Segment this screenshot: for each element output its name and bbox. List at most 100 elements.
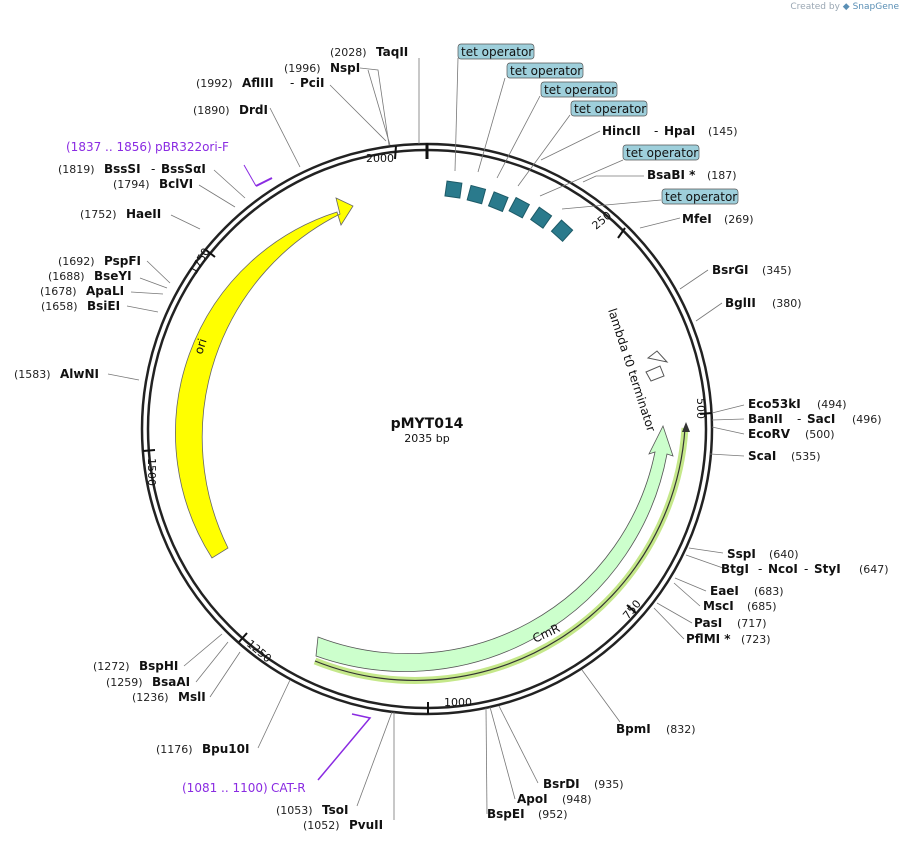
site-pos: (2028)	[330, 46, 367, 59]
leader-lines	[418, 57, 745, 815]
site-separator: -	[654, 124, 658, 138]
site-name: BssSI	[104, 162, 141, 176]
site-name: DrdI	[239, 103, 268, 117]
site-pos: (496)	[852, 413, 882, 426]
site-name: TaqII	[376, 45, 408, 59]
site-pos: (187)	[707, 169, 737, 182]
tet-operator-label: tet operator	[544, 83, 616, 97]
tet-operator-labels: tet operator tet operator tet operator t…	[457, 43, 739, 205]
site-name: Eco53kI	[748, 397, 801, 411]
snapgene-logo-icon: ◆	[842, 2, 850, 12]
tick-label-500: 500	[694, 398, 707, 419]
site-alt2-name: StyI	[814, 562, 841, 576]
site-name: SspI	[727, 547, 756, 561]
site-pos: (948)	[562, 793, 592, 806]
ori-feature-arrow	[175, 197, 354, 559]
site-name: ScaI	[748, 449, 776, 463]
plasmid-name: pMYT014	[391, 416, 464, 432]
site-pos: (1890)	[193, 104, 230, 117]
site-name: ApoI	[517, 792, 548, 806]
tick-marks	[142, 145, 713, 714]
tet-operator-box	[529, 206, 553, 229]
tet-operator-boxes	[444, 180, 574, 243]
tet-operator-box	[487, 191, 509, 213]
site-pos: (1583)	[14, 368, 51, 381]
site-name: BsrDI	[543, 777, 580, 791]
snapgene-credit: Created by ◆ SnapGene	[790, 2, 899, 12]
site-pos: (345)	[762, 264, 792, 277]
site-alt-name: NcoI	[768, 562, 798, 576]
site-pos: (380)	[772, 297, 802, 310]
site-name: AflIII	[242, 76, 274, 90]
tet-operator-label: tet operator	[665, 190, 737, 204]
primer-range: (1837 .. 1856)	[66, 140, 152, 154]
site-pos: (832)	[666, 723, 696, 736]
tet-operator-box	[508, 196, 531, 219]
site-pos: (1692)	[58, 255, 95, 268]
site-name: TsoI	[322, 803, 348, 817]
site-name: MslI	[178, 690, 206, 704]
primer-name: pBR322ori-F	[155, 140, 229, 154]
tet-operator-label: tet operator	[461, 45, 533, 59]
credit-prefix: Created by	[790, 2, 840, 12]
tet-operator-label: tet operator	[574, 102, 646, 116]
site-pos: (640)	[769, 548, 799, 561]
site-pos: (494)	[817, 398, 847, 411]
site-name: Bpu10I	[202, 742, 249, 756]
tick-label-2000: 2000	[366, 152, 394, 165]
site-separator: -	[797, 412, 801, 426]
site-pos: (1688)	[48, 270, 85, 283]
site-name: BsaBI *	[647, 168, 696, 182]
site-pos: (1819)	[58, 163, 95, 176]
tick-label-1750: 1750	[187, 246, 212, 277]
site-separator: -	[151, 162, 155, 176]
tet-operator-box	[466, 184, 487, 205]
site-pos: (717)	[737, 617, 767, 630]
site-pos: (500)	[805, 428, 835, 441]
site-name: ApaLI	[86, 284, 124, 298]
site-alt-name: BssSαI	[161, 162, 206, 176]
primer-pbr322ori-f-mark	[255, 177, 273, 187]
site-separator: -	[290, 76, 294, 90]
primer-labels: (1837 .. 1856) pBR322ori-F (1081 .. 1100…	[66, 140, 306, 795]
site-pos: (1176)	[156, 743, 193, 756]
site-name: PasI	[694, 616, 722, 630]
site-name: PvuII	[349, 818, 383, 832]
site-pos: (1794)	[113, 178, 150, 191]
site-pos: (683)	[754, 585, 784, 598]
primer-range: (1081 .. 1100)	[182, 781, 268, 795]
site-pos: (145)	[708, 125, 738, 138]
site-name: BseYI	[94, 269, 132, 283]
leader-lines-left	[107, 67, 395, 820]
site-name: MfeI	[682, 212, 712, 226]
site-name: BspEI	[487, 807, 525, 821]
site-name: BclVI	[159, 177, 193, 191]
tick-label-1000: 1000	[444, 696, 472, 709]
site-name: PflMI *	[686, 632, 731, 646]
left-sites: (1996) NspI (1992) AflIII - PciI (1890) …	[14, 61, 383, 832]
site-name: BspHI	[139, 659, 178, 673]
site-pos: (723)	[741, 633, 771, 646]
site-separator: -	[758, 562, 762, 576]
site-name: BtgI	[721, 562, 749, 576]
site-pos: (647)	[859, 563, 889, 576]
site-separator: -	[804, 562, 808, 576]
site-pos: (1053)	[276, 804, 313, 817]
right-sites: (2028) TaqII HincII - HpaI (145) BsaBI *…	[330, 45, 889, 821]
site-alt-name: HpaI	[664, 124, 695, 138]
credit-brand: SnapGene	[852, 2, 899, 12]
plasmid-length: 2035 bp	[404, 432, 449, 445]
site-name: HaeII	[126, 207, 161, 221]
terminator-arrow-body	[645, 365, 665, 382]
site-pos: (952)	[538, 808, 568, 821]
cmr-feature-arrow	[315, 424, 674, 672]
site-pos: (1259)	[106, 676, 143, 689]
site-name: MscI	[703, 599, 734, 613]
site-name: BsaAI	[152, 675, 190, 689]
site-pos: (685)	[747, 600, 777, 613]
site-alt-name: PciI	[300, 76, 325, 90]
site-name: BanII	[748, 412, 783, 426]
site-name: BpmI	[616, 722, 651, 736]
tet-operator-box	[550, 219, 574, 243]
